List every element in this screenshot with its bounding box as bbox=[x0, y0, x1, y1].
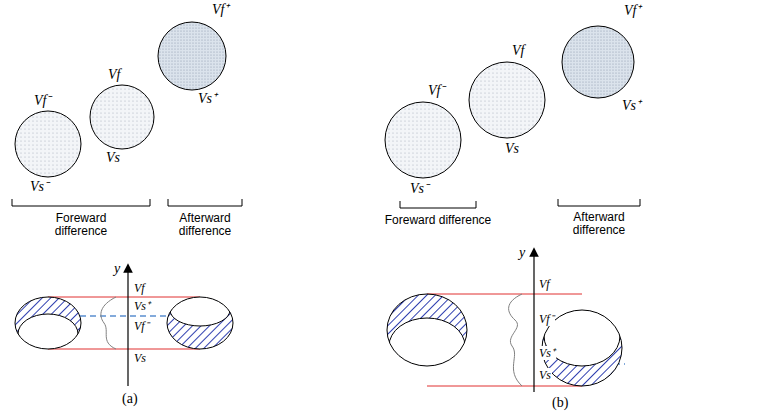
level-label: Vs⁺ bbox=[133, 299, 151, 313]
variable-label: Vf bbox=[108, 68, 120, 82]
level-label: Vf⁻ bbox=[538, 312, 555, 326]
variable-label: Vs⁻ bbox=[410, 182, 429, 196]
level-label: Vf⁻ bbox=[133, 319, 150, 333]
variable-label: Vf bbox=[512, 44, 524, 58]
pipe-section bbox=[387, 252, 625, 392]
bracket-label: Afterward difference bbox=[563, 211, 635, 237]
axis-label: y bbox=[114, 262, 120, 276]
pipe-section bbox=[15, 268, 233, 386]
level-label: Vs bbox=[538, 368, 552, 382]
variable-label: Vs bbox=[106, 151, 120, 165]
level-label: Vs⁺ bbox=[538, 346, 556, 360]
particle-circles bbox=[385, 26, 640, 208]
variable-label: Vf⁻ bbox=[34, 94, 51, 108]
level-label: Vs bbox=[133, 351, 147, 365]
particle-circles bbox=[12, 22, 242, 206]
variable-label: Vs bbox=[505, 142, 519, 156]
level-label: Vf bbox=[133, 281, 146, 295]
variable-label: Vf⁺ bbox=[212, 3, 229, 17]
bracket bbox=[400, 201, 476, 208]
bracket bbox=[12, 199, 150, 206]
axis-label: y bbox=[519, 246, 525, 260]
bracket bbox=[558, 199, 640, 206]
level-label: Vf bbox=[538, 277, 551, 291]
panel-caption: (a) bbox=[122, 392, 138, 406]
variable-label: Vs⁺ bbox=[622, 99, 641, 113]
variable-label: Vf⁻ bbox=[428, 84, 445, 98]
bracket-label: Foreward difference bbox=[378, 214, 498, 227]
variable-label: Vs⁻ bbox=[30, 180, 49, 194]
variable-label: Vf⁺ bbox=[624, 4, 641, 18]
variable-label: Vs⁺ bbox=[198, 92, 217, 106]
bracket-label: Foreward difference bbox=[45, 212, 117, 238]
bracket-label: Afterward difference bbox=[169, 212, 241, 238]
bracket bbox=[168, 199, 242, 206]
panel-caption: (b) bbox=[552, 396, 568, 410]
